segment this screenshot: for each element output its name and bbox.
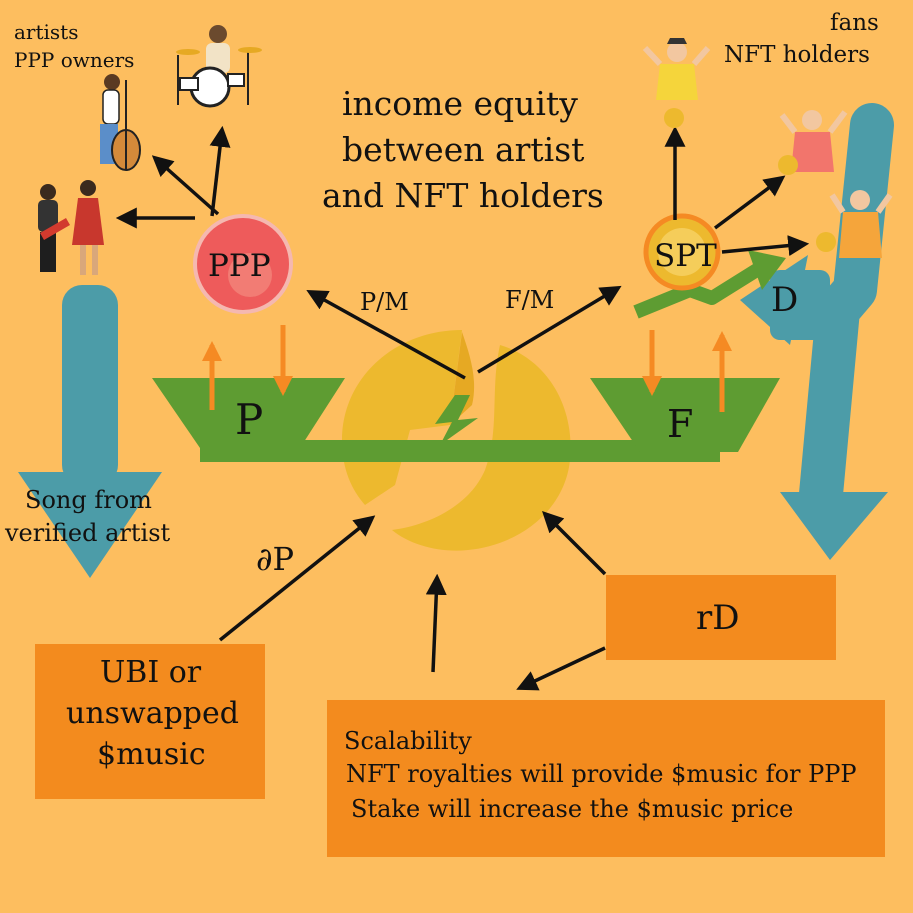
pool-p-label: P	[235, 395, 264, 444]
nft-holders-label: NFT holders	[724, 42, 870, 68]
song-flow-arrow	[18, 285, 162, 578]
scalability-text-line-1: Scalability	[344, 727, 472, 755]
coin-icon	[664, 108, 684, 128]
coin-icon	[778, 155, 798, 175]
spt-token-label: SPT	[654, 238, 717, 274]
d-flow-label: D	[771, 280, 799, 320]
drummer-illustration	[176, 25, 262, 108]
rd-text: rD	[696, 598, 740, 638]
lightning-icon	[435, 395, 478, 445]
spt-token	[643, 213, 721, 291]
fan-illustration-1	[642, 38, 711, 128]
song-label-line-2: verified artist	[5, 519, 171, 547]
dp-flow-label: ∂P	[256, 540, 295, 578]
fans-label: fans	[830, 10, 879, 36]
fan-illustration-2	[778, 110, 848, 175]
ppp-token-label: PPP	[208, 248, 271, 284]
pm-flow-label: P/M	[360, 288, 409, 316]
diagram-title-line-2: between artist	[342, 130, 585, 169]
scalability-text-line-3: Stake will increase the $music price	[351, 795, 794, 823]
pool-p-shape	[152, 378, 345, 448]
singer-guitarist-illustration	[38, 180, 104, 275]
diagram-title-line-3: and NFT holders	[322, 176, 604, 215]
ubi-text-line-3: $music	[97, 737, 206, 772]
ubi-text-line-1: UBI or	[100, 655, 202, 690]
pool-f-shape	[590, 378, 780, 452]
scalability-text-line-2: NFT royalties will provide $music for PP…	[346, 760, 857, 788]
scalability-box	[327, 700, 885, 857]
ppp-owners-label: PPP owners	[14, 48, 135, 72]
flow-arrows	[115, 125, 810, 691]
coin-icon	[816, 232, 836, 252]
ubi-text-line-2: unswapped	[66, 696, 239, 731]
rd-box	[606, 575, 836, 660]
song-label-line-1: Song from	[25, 486, 152, 514]
artists-label: artists	[14, 20, 79, 44]
bassist-illustration	[100, 74, 141, 171]
pool-f-label: F	[667, 402, 694, 446]
balance-beam	[152, 378, 780, 462]
trend-arrow-icon	[633, 250, 786, 319]
diagram-title-line-1: income equity	[342, 84, 578, 123]
distribution-flow-arrow	[740, 103, 894, 560]
ubi-box	[35, 644, 265, 799]
pool-exchange-arrows	[202, 325, 732, 412]
fan-illustration-3	[816, 190, 893, 258]
fm-flow-label: F/M	[505, 286, 555, 314]
ppp-token	[193, 214, 293, 314]
